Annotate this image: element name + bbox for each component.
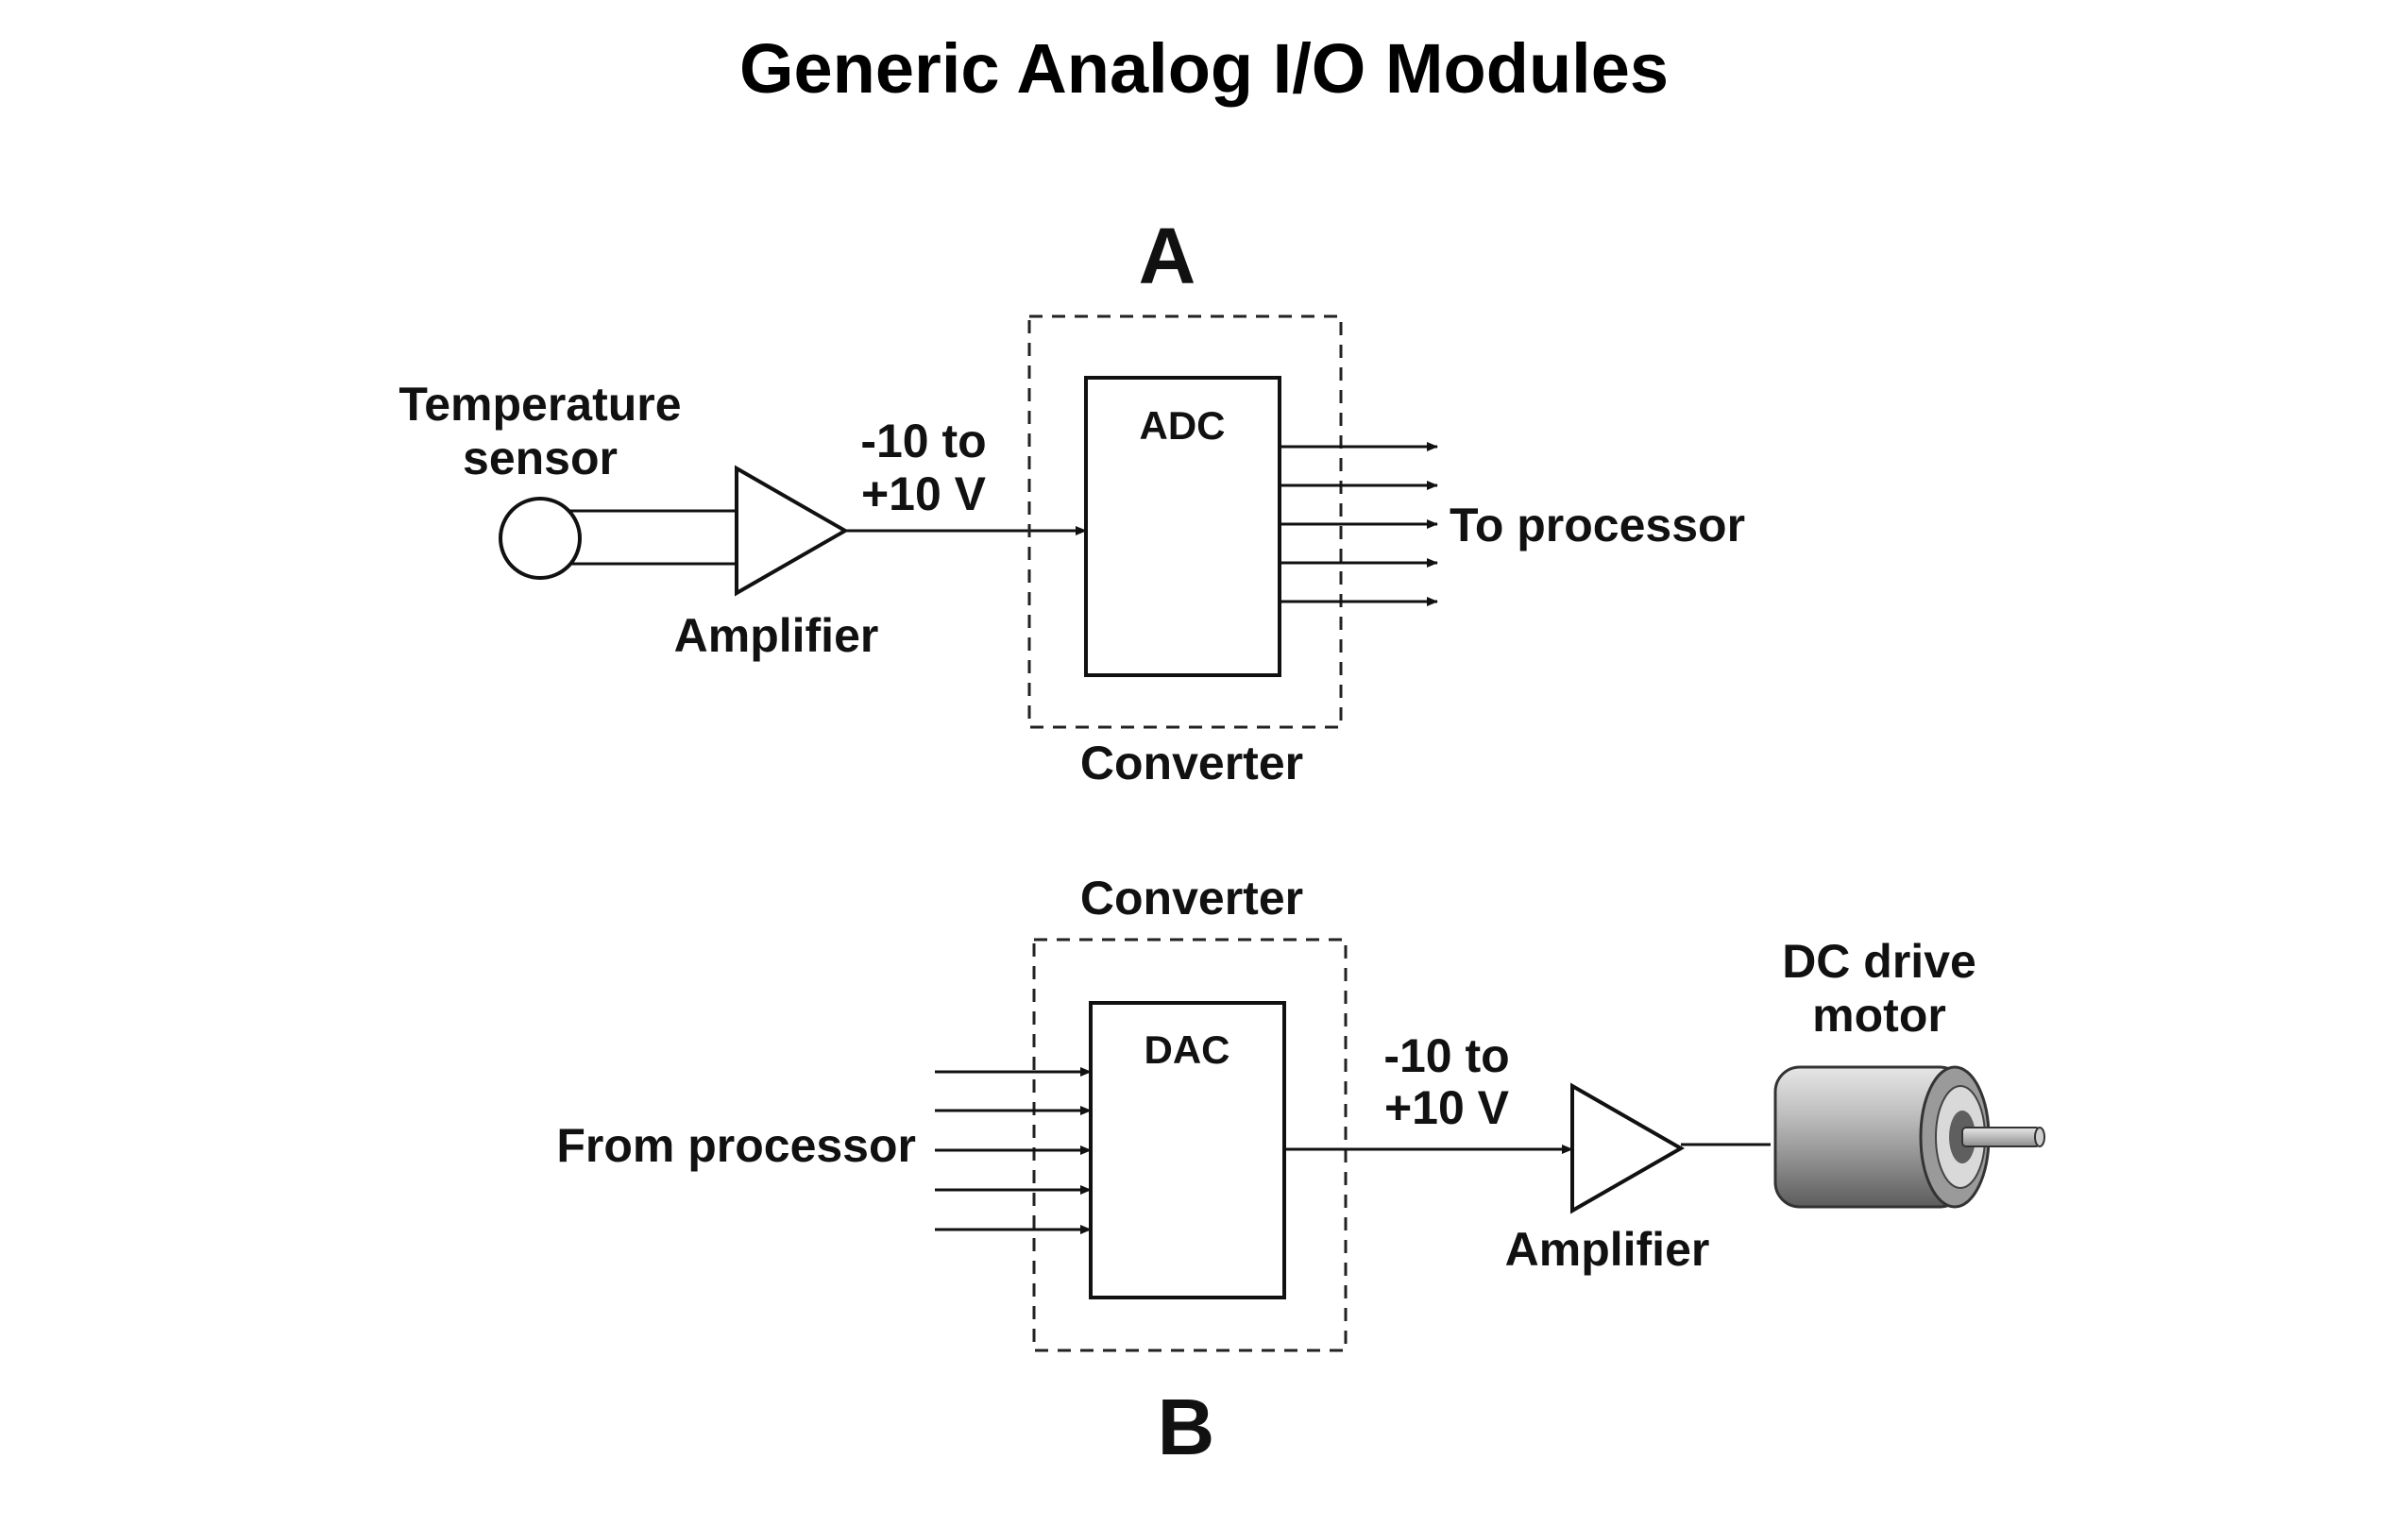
dac-input-lines bbox=[935, 1067, 1092, 1234]
amplifier-b-label: Amplifier bbox=[1505, 1223, 1710, 1276]
page-title: Generic Analog I/O Modules bbox=[738, 29, 1670, 108]
amplifier-b-icon bbox=[1570, 1082, 1686, 1214]
converter-b-label: Converter bbox=[1080, 872, 1303, 925]
amplifier-a-label: Amplifier bbox=[674, 609, 879, 662]
voltage-b-line2: +10 V bbox=[1384, 1081, 1510, 1134]
dac-label: DAC bbox=[1145, 1027, 1230, 1072]
to-processor-label: To processor bbox=[1450, 499, 1745, 551]
sensor-label-line2: sensor bbox=[463, 432, 618, 484]
section-a: A Temperature sensor Amplifier -10 to +1… bbox=[399, 212, 1745, 789]
section-b: Converter DAC From processor -10 to +10 … bbox=[556, 872, 2045, 1471]
adc-output-lines bbox=[1280, 442, 1438, 606]
section-a-label: A bbox=[1139, 212, 1196, 300]
dc-motor-icon bbox=[1773, 1065, 2045, 1209]
motor-label-line2: motor bbox=[1812, 989, 1946, 1042]
voltage-b-line1: -10 to bbox=[1383, 1029, 1509, 1082]
voltage-a-line1: -10 to bbox=[860, 415, 986, 467]
dac-block bbox=[1089, 1001, 1286, 1299]
section-b-label: B bbox=[1158, 1383, 1215, 1471]
temperature-sensor-icon bbox=[499, 497, 582, 580]
adc-block bbox=[1084, 376, 1281, 677]
adc-label: ADC bbox=[1140, 403, 1226, 448]
voltage-a-line2: +10 V bbox=[861, 467, 987, 520]
from-processor-label: From processor bbox=[556, 1119, 916, 1172]
motor-label-line1: DC drive bbox=[1782, 935, 1976, 988]
amplifier-a-icon bbox=[735, 465, 850, 597]
sensor-label-line1: Temperature bbox=[399, 378, 681, 431]
converter-a-label: Converter bbox=[1080, 737, 1303, 789]
